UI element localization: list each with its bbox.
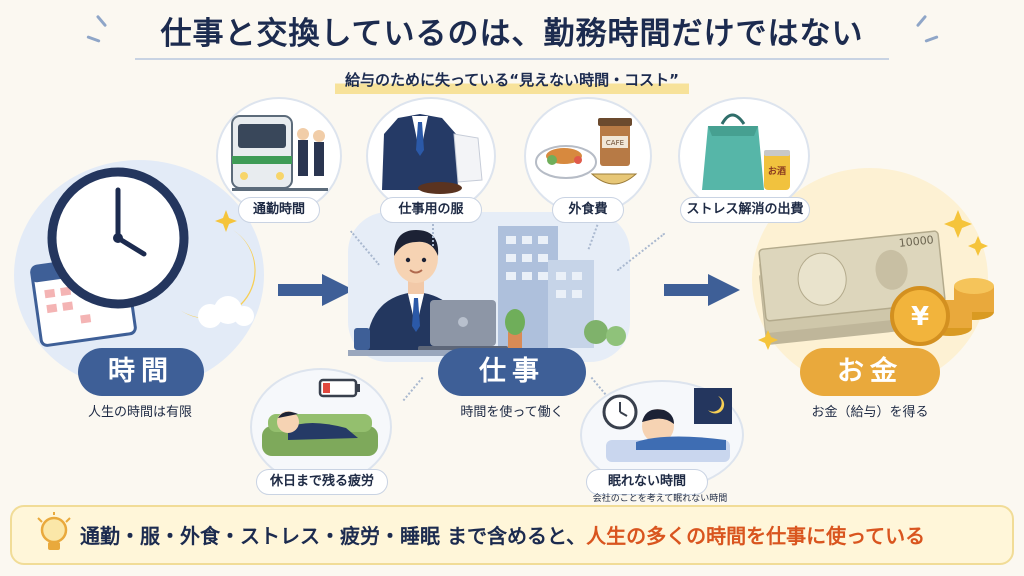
arrow-right-icon bbox=[278, 274, 354, 306]
yen-coin-stack-icon: ¥ bbox=[890, 278, 994, 346]
shopping-bag-sake-icon: お酒 bbox=[702, 113, 790, 190]
arrow-right-icon bbox=[664, 274, 740, 306]
desk-icon bbox=[348, 350, 528, 356]
sparkle-icon bbox=[944, 210, 972, 238]
summary-prefix: 通勤・服・外食・ストレス・疲労・睡眠 まで含めると、 bbox=[80, 524, 587, 548]
sleepless-tag: 眠れない時間 bbox=[586, 469, 708, 495]
sleepless-sub-caption: 会社のことを考えて眠れない時間 bbox=[592, 494, 728, 504]
connector-line bbox=[402, 376, 424, 402]
summary-banner bbox=[10, 505, 1014, 565]
work-caption: 時間を使って働く bbox=[460, 405, 564, 420]
low-battery-icon bbox=[318, 378, 360, 398]
subtitle-wrap: 給与のために失っている“見えない時間・コスト” bbox=[332, 67, 692, 95]
time-label: 時間 bbox=[78, 348, 204, 396]
bill-amount: 10000 bbox=[898, 233, 934, 250]
summary-highlight: 人生の多くの時間を仕事に使っている bbox=[586, 524, 926, 548]
meal-coffee-icon: CAFE bbox=[535, 118, 638, 185]
night-window-icon bbox=[694, 388, 732, 424]
clock-calendar-moon-illustration bbox=[30, 167, 256, 347]
office-worker-illustration bbox=[348, 226, 626, 356]
tired-on-sofa-icon bbox=[262, 378, 378, 456]
sake-label: お酒 bbox=[768, 165, 786, 177]
sparkle-icon bbox=[968, 236, 988, 256]
commute-tag: 通勤時間 bbox=[238, 197, 320, 223]
clock-icon bbox=[47, 167, 189, 309]
laptop-icon bbox=[418, 300, 508, 352]
stress-relief-tag: ストレス解消の出費 bbox=[680, 197, 810, 223]
yen-symbol: ¥ bbox=[911, 302, 929, 332]
work-clothes-tag: 仕事用の服 bbox=[380, 197, 482, 223]
coffee-mug-icon bbox=[354, 328, 370, 350]
train-icon bbox=[231, 115, 328, 191]
fatigue-tag: 休日まで残る疲労 bbox=[256, 469, 388, 495]
subtitle: 給与のために失っている“見えない時間・コスト” bbox=[335, 67, 689, 94]
cafe-text: CAFE bbox=[606, 139, 624, 147]
eating-out-tag: 外食費 bbox=[552, 197, 624, 223]
plant-icon bbox=[505, 309, 525, 350]
moon-icon bbox=[180, 210, 256, 328]
suit-clothes-icon bbox=[382, 114, 483, 194]
sleepless-in-bed-icon bbox=[602, 388, 732, 462]
money-caption: お金（給与）を得る bbox=[811, 405, 929, 420]
sparkle-icon bbox=[758, 330, 778, 350]
time-caption: 人生の時間は有限 bbox=[87, 405, 192, 420]
summary-text: 通勤・服・外食・ストレス・疲労・睡眠 まで含めると、人生の多くの時間を仕事に使っ… bbox=[80, 520, 1000, 549]
connector-line bbox=[432, 224, 434, 246]
title-underline bbox=[135, 58, 889, 60]
money-label: お金 bbox=[800, 348, 940, 396]
work-label: 仕事 bbox=[438, 348, 586, 396]
page-title: 仕事と交換しているのは、勤務時間だけではない bbox=[160, 16, 864, 52]
lightbulb-icon bbox=[37, 512, 71, 550]
money-stack-illustration: 10000 ¥ bbox=[758, 210, 994, 350]
